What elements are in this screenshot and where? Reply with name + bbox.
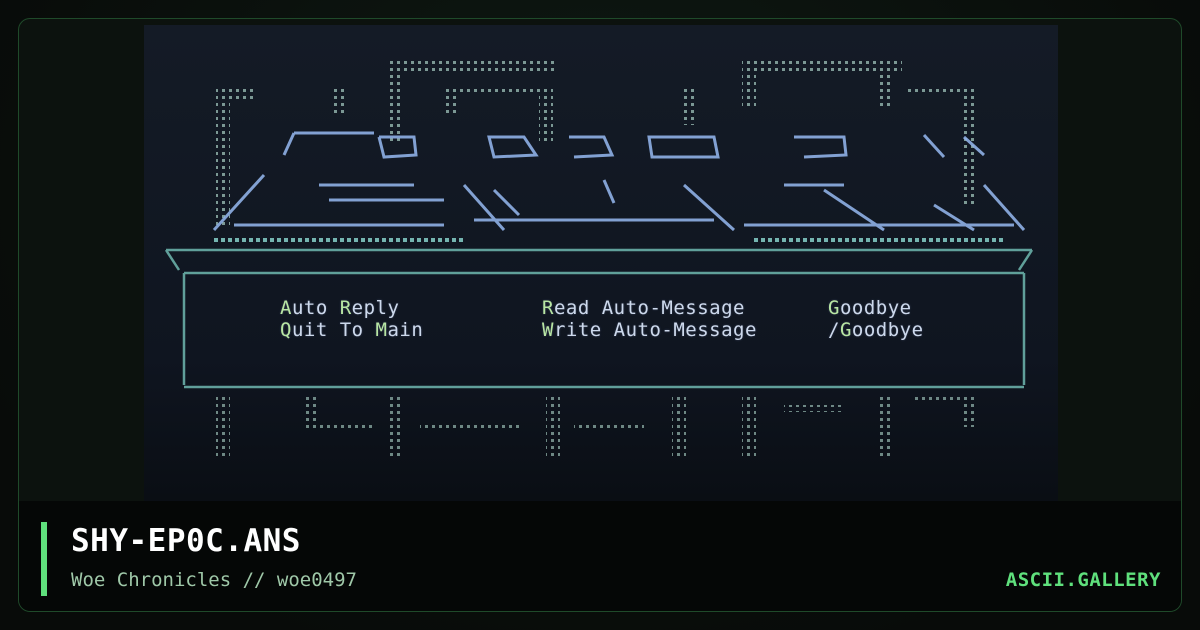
hotkey: G [828, 297, 840, 319]
menu-label: ead Auto-Message [553, 297, 745, 319]
menu-write-auto-message[interactable]: Write Auto-Message [542, 319, 757, 341]
ansi-art-graphic [164, 61, 1034, 457]
accent-bar [41, 522, 47, 596]
hotkey: M [375, 319, 388, 341]
card-frame: Auto Reply Quit To Main Read Auto-Messag… [18, 18, 1182, 612]
menu-quit-to-main[interactable]: Quit To Main [280, 319, 423, 341]
hotkey: Q [280, 319, 292, 341]
footer: SHY-EP0C.ANS Woe Chronicles // woe0497 A… [19, 501, 1181, 611]
menu-label: oodbye [839, 297, 912, 319]
line-logo [212, 131, 1026, 232]
site-brand[interactable]: ASCII.GALLERY [1005, 569, 1161, 591]
hotkey: R [339, 297, 352, 319]
hotkey: G [839, 319, 852, 341]
menu-auto-reply[interactable]: Auto Reply [280, 297, 399, 319]
menu-label: eply [351, 297, 400, 319]
menu-read-auto-message[interactable]: Read Auto-Message [542, 297, 745, 319]
menu-label: oodbye [851, 319, 924, 341]
hotkey: R [542, 297, 554, 319]
dotted-logo-bottom [216, 397, 974, 457]
menu-box [164, 248, 1034, 389]
menu-label: / [828, 319, 840, 341]
menu-label: ain [387, 319, 424, 341]
file-title: SHY-EP0C.ANS [71, 523, 301, 559]
menu-label: uit To [291, 319, 376, 341]
menu-label: rite Auto-Message [553, 319, 757, 341]
menu-goodbye[interactable]: Goodbye [828, 297, 912, 319]
menu-label: uto [291, 297, 340, 319]
hotkey: W [542, 319, 554, 341]
menu-slash-goodbye[interactable]: /Goodbye [828, 319, 924, 341]
ansi-artwork: Auto Reply Quit To Main Read Auto-Messag… [144, 25, 1058, 501]
artist-credit: Woe Chronicles // woe0497 [71, 569, 357, 591]
hotkey: A [280, 297, 292, 319]
dotted-logo-top [216, 61, 974, 225]
